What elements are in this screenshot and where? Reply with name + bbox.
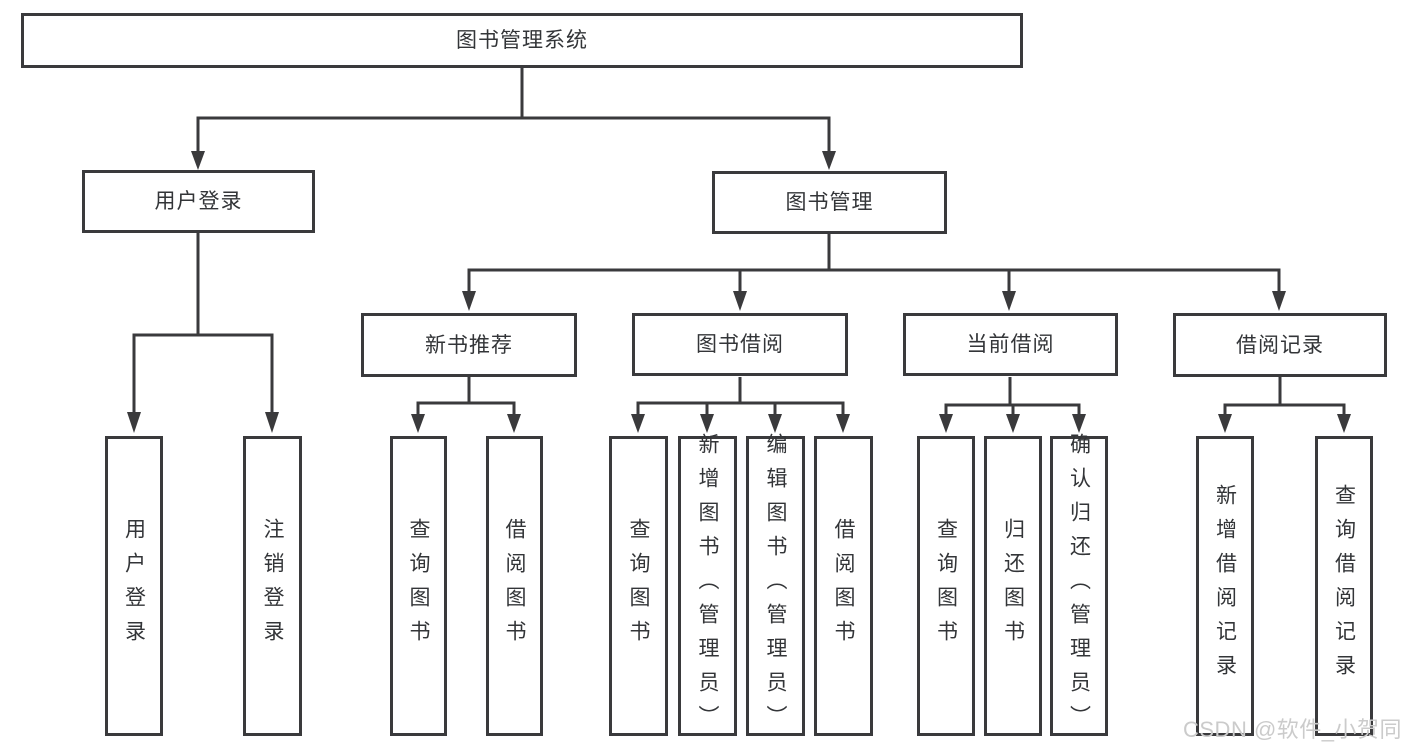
- leaf-bb-query-book: 查询图书: [609, 436, 668, 736]
- leaf-cb-query-book: 查询图书: [917, 436, 975, 736]
- connector-path: [132, 68, 1346, 416]
- leaf-br-add-record: 新增借阅记录: [1196, 436, 1254, 736]
- leaf-logout: 注销登录: [243, 436, 302, 736]
- node-book-management: 图书管理: [712, 171, 947, 234]
- csdn-watermark: CSDN @软件_小贺同学: [1183, 717, 1403, 742]
- node-borrowing-records: 借阅记录: [1173, 313, 1387, 377]
- leaf-user-login: 用户登录: [105, 436, 163, 736]
- leaf-bb-add-book-admin: 新增图书（管理员）: [678, 433, 737, 739]
- leaf-cb-return-book: 归还图书: [984, 436, 1042, 736]
- node-current-borrowing: 当前借阅: [903, 313, 1118, 376]
- leaf-nb-borrow-book: 借阅图书: [486, 436, 543, 736]
- node-user-login: 用户登录: [82, 170, 315, 233]
- leaf-br-query-record: 查询借阅记录: [1315, 436, 1373, 736]
- leaf-bb-edit-book-admin: 编辑图书（管理员）: [746, 433, 805, 739]
- arrowheads: [127, 151, 1351, 433]
- leaf-cb-confirm-return-admin: 确认归还（管理员）: [1050, 433, 1108, 739]
- leaf-nb-query-book: 查询图书: [390, 436, 447, 736]
- leaf-bb-borrow-book: 借阅图书: [814, 436, 873, 736]
- node-root: 图书管理系统: [21, 13, 1023, 68]
- node-new-book-recommend: 新书推荐: [361, 313, 577, 377]
- node-book-borrowing: 图书借阅: [632, 313, 848, 376]
